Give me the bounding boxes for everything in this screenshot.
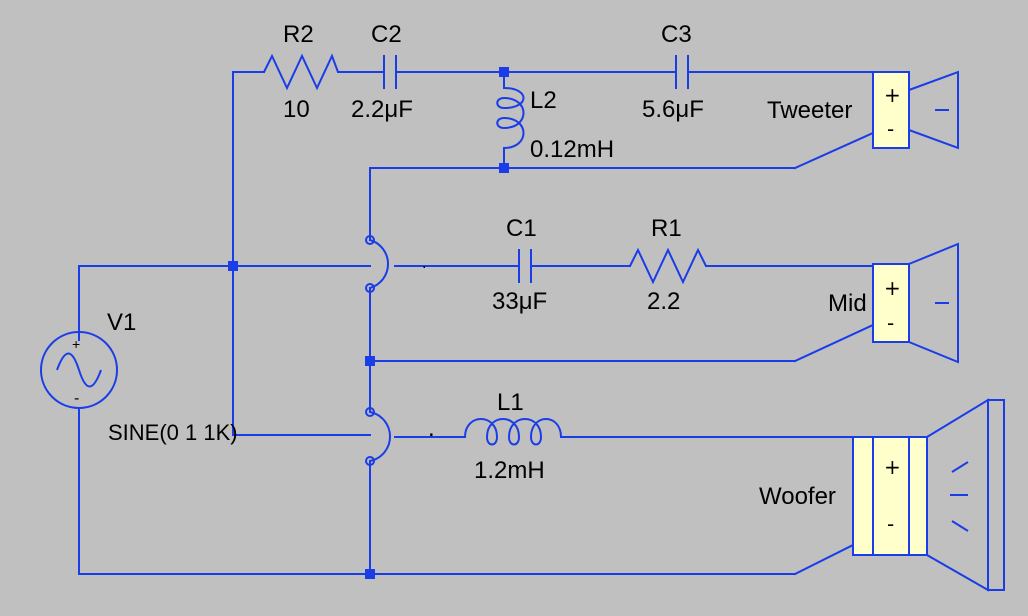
capacitor-c1[interactable]: [518, 249, 532, 283]
junction-dot: [499, 163, 509, 173]
source-circle: [40, 331, 118, 409]
mid-magnet: [872, 263, 910, 343]
woofer-magnet: [852, 436, 928, 556]
speaker-tweeter[interactable]: [872, 70, 959, 150]
capacitor-c3[interactable]: [675, 55, 689, 89]
wire-tweeter-minus: [793, 131, 875, 170]
mid-plus-sign: +: [884, 276, 901, 300]
wires: [78, 71, 875, 576]
voltage-source-v1[interactable]: + -: [40, 331, 118, 409]
speaker-mid[interactable]: [872, 242, 959, 364]
junction-dot: [499, 67, 509, 77]
inductor-l1[interactable]: [464, 418, 562, 446]
c3-value-label: 5.6μF: [642, 96, 704, 123]
woofer-symbol-line: [951, 520, 969, 532]
tweeter-cone: [908, 70, 959, 150]
woofer-symbol-line: [951, 461, 969, 473]
resistor-r2[interactable]: [263, 53, 339, 91]
c3-name-label: C3: [661, 21, 692, 48]
dot-mark: .: [428, 415, 435, 442]
tweeter-label: Tweeter: [767, 97, 852, 124]
hop-endpoint: [365, 456, 375, 466]
c2-name-label: C2: [371, 21, 402, 48]
hop-endpoint: [365, 283, 375, 293]
wire-hop-mid: [368, 238, 389, 290]
source-value-label: SINE(0 1 1K): [108, 420, 238, 445]
source-plus-sign: +: [72, 336, 80, 352]
c1-name-label: C1: [506, 215, 537, 242]
l2-name-label: L2: [530, 87, 557, 114]
source-minus-sign: -: [74, 390, 79, 407]
mid-label: Mid: [828, 290, 867, 317]
capacitor-c2[interactable]: [383, 55, 397, 89]
mid-minus-sign: -: [887, 311, 894, 335]
speaker-woofer[interactable]: [852, 398, 1005, 592]
l1-value-label: 1.2mH: [474, 457, 545, 484]
source-name-label: V1: [107, 309, 136, 336]
r2-name-label: R2: [283, 21, 314, 48]
woofer-surround: [987, 399, 1005, 591]
woofer-plus-sign: +: [884, 455, 901, 479]
l2-value-label: 0.12mH: [530, 136, 614, 163]
dot-mark: .: [422, 255, 426, 272]
r1-name-label: R1: [651, 215, 682, 242]
hop-endpoint: [365, 235, 375, 245]
junction-dot: [365, 356, 375, 366]
inductor-l2[interactable]: [496, 87, 525, 149]
l1-name-label: L1: [497, 389, 524, 416]
mid-cone: [908, 242, 959, 364]
resistor-r1[interactable]: [629, 247, 707, 285]
tweeter-minus-sign: -: [887, 117, 894, 141]
wire-hop-woofer: [368, 410, 391, 463]
woofer-label: Woofer: [759, 483, 836, 510]
r1-value-label: 2.2: [647, 288, 680, 315]
sine-wave-icon: [56, 352, 102, 388]
junctions: [228, 67, 509, 579]
junction-dot: [365, 569, 375, 579]
hop-endpoint: [365, 407, 375, 417]
woofer-minus-sign: -: [887, 512, 894, 536]
c1-value-label: 33μF: [492, 288, 547, 315]
tweeter-plus-sign: +: [884, 83, 901, 107]
c2-value-label: 2.2μF: [351, 96, 413, 123]
r2-value-label: 10: [283, 96, 310, 123]
wire-mid-minus: [793, 323, 875, 363]
junction-dot: [228, 261, 238, 271]
